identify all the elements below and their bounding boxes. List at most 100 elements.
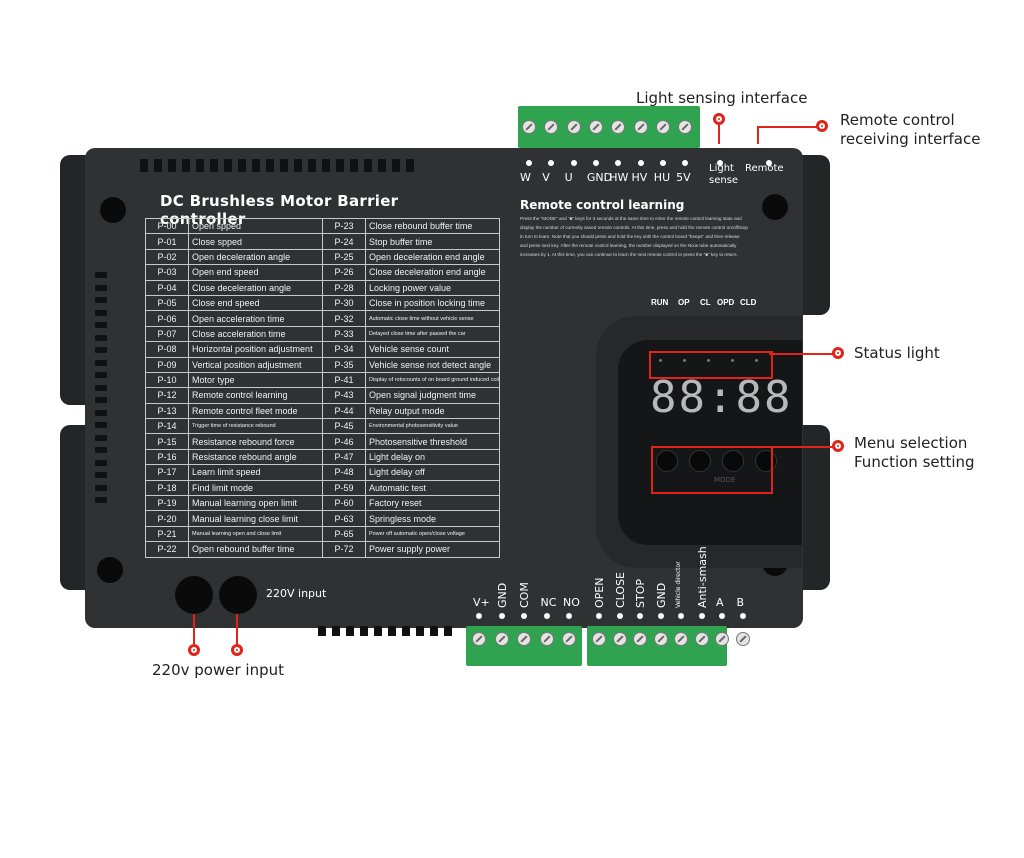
- vent-slot: [322, 159, 330, 172]
- parameter-desc: Locking power value: [365, 279, 500, 296]
- top-terminal-label: GND: [586, 171, 613, 184]
- parameter-desc: Automatic test: [365, 479, 500, 497]
- parameter-desc: Horizontal position adjustment: [188, 341, 323, 358]
- terminal-screw: [694, 632, 709, 646]
- vent-slot: [280, 159, 288, 172]
- terminal-marker-dot: [615, 160, 622, 166]
- top-terminal-label: 5V: [676, 171, 691, 184]
- terminal-screw: [522, 120, 536, 134]
- terminal-marker-dot: [766, 160, 772, 166]
- parameter-desc: Close deceleration end angle: [365, 264, 500, 281]
- vent-slot: [95, 459, 107, 466]
- vent-slot: [154, 159, 162, 172]
- menu-button-3[interactable]: [722, 450, 744, 472]
- vent-slot: [252, 159, 260, 172]
- power-pointer-2: [236, 614, 238, 644]
- status-led-label: OP: [678, 298, 690, 307]
- vent-slot: [266, 159, 274, 172]
- parameter-code: P-03: [145, 264, 189, 281]
- parameter-code: P-13: [145, 402, 189, 420]
- vent-slot: [95, 334, 107, 341]
- vent-slot: [332, 626, 340, 636]
- terminal-screw: [472, 632, 486, 646]
- bottom-terminal-label: A: [716, 596, 724, 609]
- bottom-terminal-label: GND: [495, 582, 509, 608]
- parameter-code: P-02: [145, 248, 189, 266]
- vent-slot: [140, 159, 148, 172]
- vent-slot: [95, 434, 107, 441]
- callout-menu-line2: Function setting: [854, 453, 975, 471]
- terminal-screw: [544, 120, 559, 134]
- status-led: [731, 359, 734, 362]
- parameter-desc: Relay output mode: [365, 402, 500, 420]
- terminal-marker-dot: [659, 160, 666, 166]
- parameter-code: P-48: [322, 464, 366, 481]
- parameter-desc: Open deceleration angle: [188, 248, 323, 266]
- bottom-terminal-label: Vehicle director: [675, 561, 682, 608]
- parameter-desc: Close spped: [188, 233, 323, 250]
- terminal-screw: [735, 632, 750, 646]
- vent-slot: [95, 484, 107, 491]
- vent-slot: [95, 372, 107, 378]
- parameter-desc: Close acceleration time: [188, 325, 323, 343]
- parameter-code: P-25: [322, 248, 366, 266]
- parameter-code: P-45: [322, 418, 366, 435]
- remote-marker: [816, 120, 828, 132]
- parameter-code: P-09: [145, 356, 189, 373]
- learning-title: Remote control learning: [520, 198, 685, 212]
- parameter-code: P-17: [145, 464, 189, 481]
- terminal-screw: [655, 120, 670, 134]
- menu-button-1[interactable]: [656, 450, 678, 472]
- terminal-screw: [517, 632, 531, 646]
- remote-pointer-v: [757, 126, 759, 144]
- terminal-screw: [633, 120, 648, 134]
- bottom-terminal-label: B: [736, 596, 745, 609]
- bottom-terminal-label: GND: [654, 582, 668, 608]
- terminal-marker-dot: [543, 613, 550, 619]
- parameter-code: P-01: [145, 233, 189, 250]
- top-terminal-label: U: [564, 171, 573, 184]
- bottom-terminal-label: STOP: [634, 579, 647, 608]
- parameter-desc: Open deceleration end angle: [365, 248, 500, 266]
- parameter-desc: Resistance rebound force: [188, 433, 323, 450]
- parameter-code: P-59: [322, 479, 366, 497]
- menu-button-2[interactable]: [689, 450, 711, 472]
- parameter-code: P-44: [322, 402, 366, 420]
- parameter-desc: Open spped: [188, 217, 323, 235]
- vent-slot: [182, 159, 190, 172]
- parameter-desc: Springless mode: [365, 510, 500, 527]
- terminal-marker-dot: [717, 160, 723, 166]
- parameter-code: P-19: [145, 495, 189, 512]
- terminal-marker-dot: [548, 160, 555, 166]
- vent-slot: [168, 159, 176, 172]
- parameter-code: P-34: [322, 341, 366, 358]
- terminal-marker-dot: [637, 613, 643, 619]
- callout-status-light: Status light: [854, 344, 940, 362]
- parameter-code: P-22: [145, 541, 189, 558]
- parameter-desc: Delayed close time after passed the car: [365, 325, 500, 343]
- parameter-code: P-24: [322, 233, 366, 250]
- parameter-code: P-21: [145, 525, 189, 543]
- parameter-desc: Close deceleration angle: [188, 279, 323, 296]
- top-terminal-label: V: [542, 171, 550, 184]
- bottom-terminal-label: OPEN: [593, 577, 606, 608]
- vent-slot: [430, 626, 438, 636]
- parameter-desc: Remote control learning: [188, 387, 323, 404]
- vent-slot: [444, 626, 452, 636]
- parameter-desc: Power supply power: [365, 541, 500, 558]
- terminal-screw: [566, 120, 581, 134]
- terminal-marker-dot: [637, 160, 644, 166]
- vent-slot: [378, 159, 386, 172]
- parameter-code: P-18: [145, 479, 189, 497]
- terminal-marker-dot: [570, 160, 577, 166]
- terminal-marker-dot: [526, 160, 532, 166]
- terminal-screw: [562, 632, 576, 646]
